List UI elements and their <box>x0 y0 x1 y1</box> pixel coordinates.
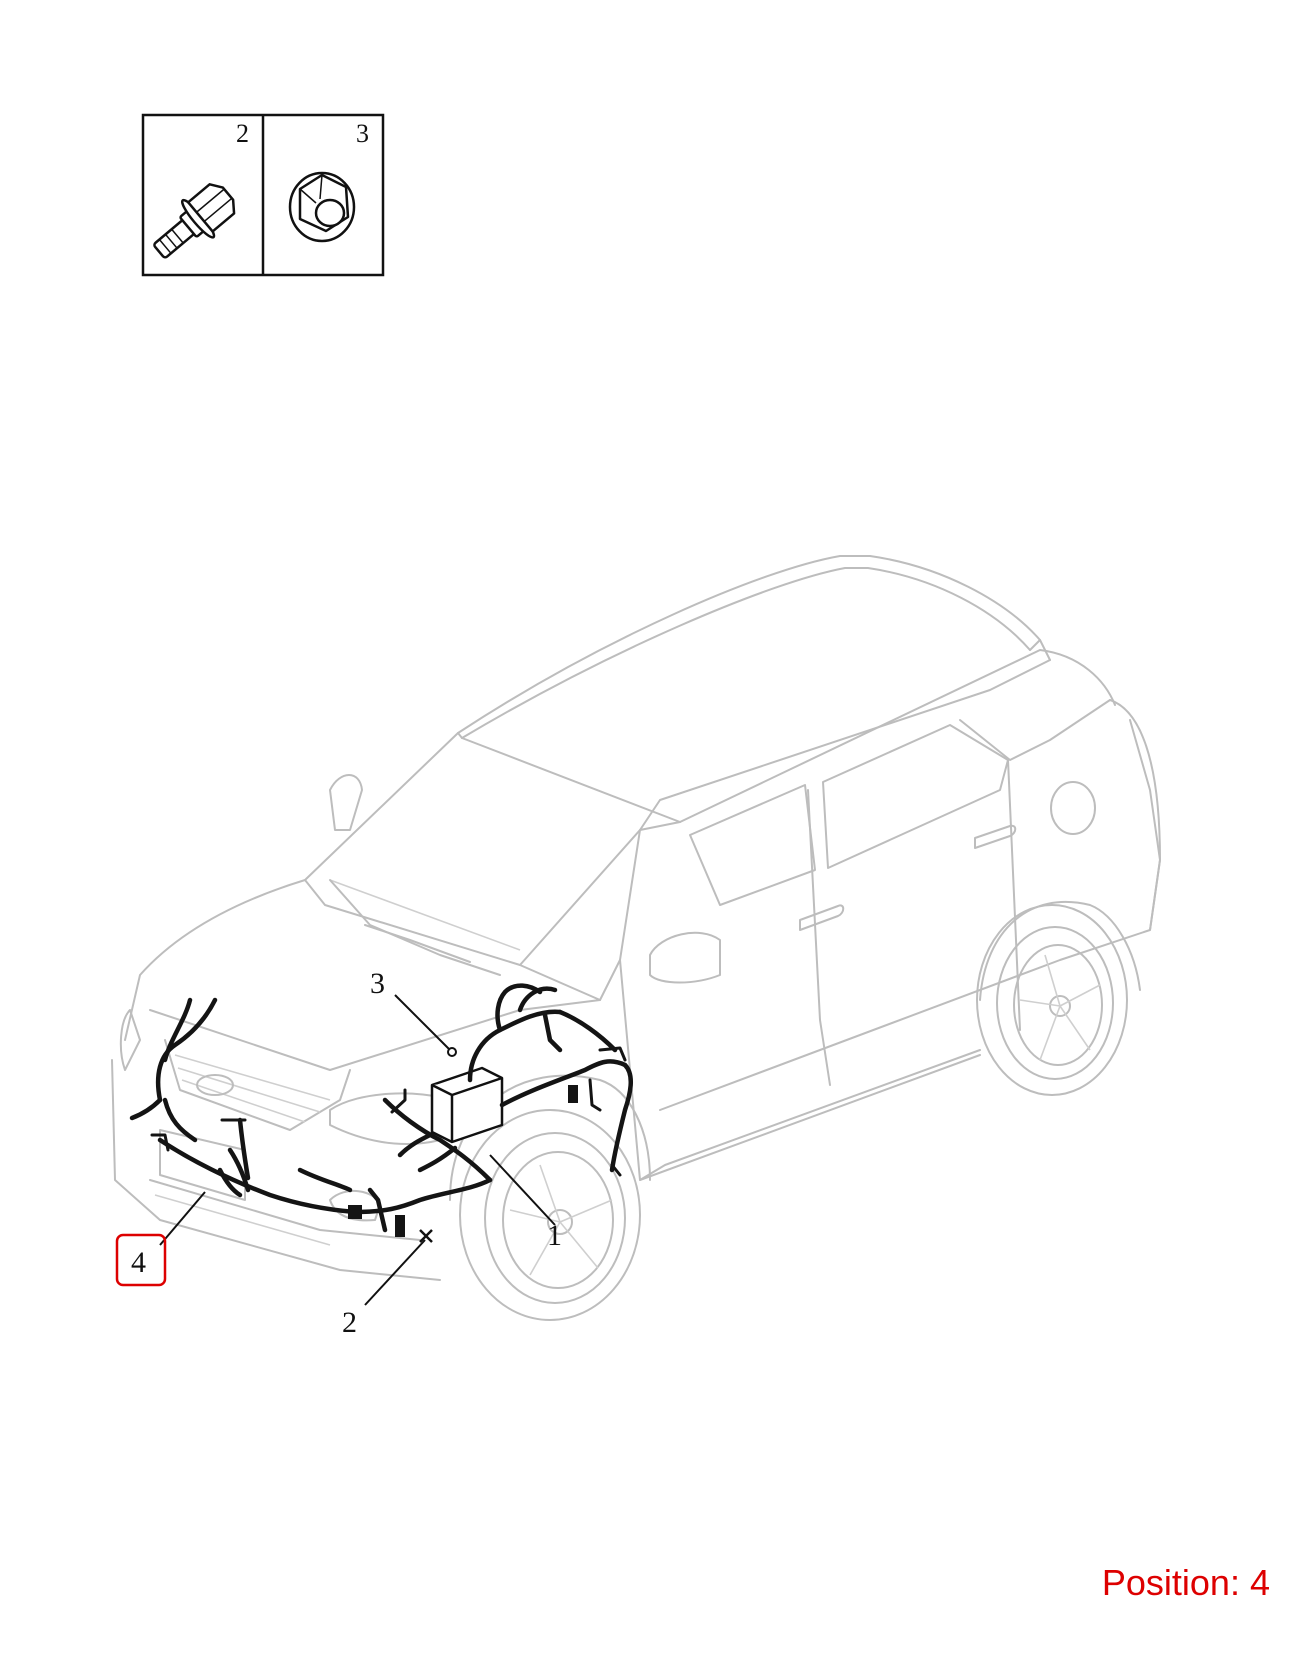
parts-thumbnail-table: 2 3 <box>141 113 385 277</box>
callout-labels: 1 2 3 4 <box>115 967 562 1339</box>
callout-2[interactable]: 2 <box>342 1306 357 1339</box>
thumbnail-cell-nut[interactable]: 3 <box>288 119 369 243</box>
callout-4-highlighted[interactable]: 4 <box>115 1233 167 1287</box>
position-label-value: 4 <box>1249 1562 1270 1603</box>
leader-lines <box>159 994 556 1306</box>
callout-4: 4 <box>131 1246 146 1279</box>
flange-nut-icon <box>288 171 356 243</box>
position-indicator: Position: 4 <box>1102 1562 1270 1604</box>
thumbnail-cell-bolt[interactable]: 2 <box>144 119 249 270</box>
thumbnail-number-2: 2 <box>236 119 249 148</box>
thumbnail-number-3: 3 <box>356 119 369 148</box>
battery-junction-box <box>430 1066 504 1144</box>
bolt-icon <box>153 183 236 259</box>
callout-1[interactable]: 1 <box>547 1219 562 1252</box>
position-label-prefix: Position: <box>1101 1562 1240 1603</box>
vehicle-outline <box>111 555 1161 1321</box>
front-wiring-harness[interactable] <box>129 983 633 1237</box>
callout-3[interactable]: 3 <box>370 967 385 1000</box>
